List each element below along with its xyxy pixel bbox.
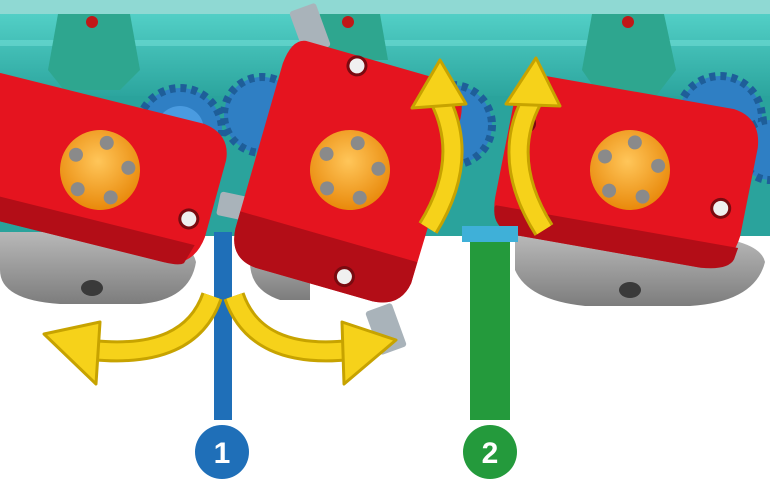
callout-line-1: [214, 232, 232, 420]
rotation-arrow-icon: [410, 58, 468, 234]
marker-2-badge: [463, 425, 517, 479]
marker-1-badge: [195, 425, 249, 479]
marker-1: 1: [190, 420, 254, 484]
cutter-disc-right: [494, 72, 759, 269]
marker-2: 2: [458, 420, 522, 484]
cutter-disc-left: [0, 73, 227, 265]
callout-line-2: [470, 236, 510, 420]
marker-2-label: 2: [482, 437, 499, 470]
deflection-arrow-icon: [42, 291, 223, 386]
deflection-arrow-icon: [223, 291, 398, 386]
marker-1-label: 1: [214, 437, 231, 470]
mounting-bracket: [582, 14, 676, 96]
rotation-arrow-icon: [504, 56, 562, 236]
top-rail: [0, 0, 770, 14]
cutter-disc-center: [234, 40, 462, 303]
mounting-bracket: [48, 14, 140, 90]
